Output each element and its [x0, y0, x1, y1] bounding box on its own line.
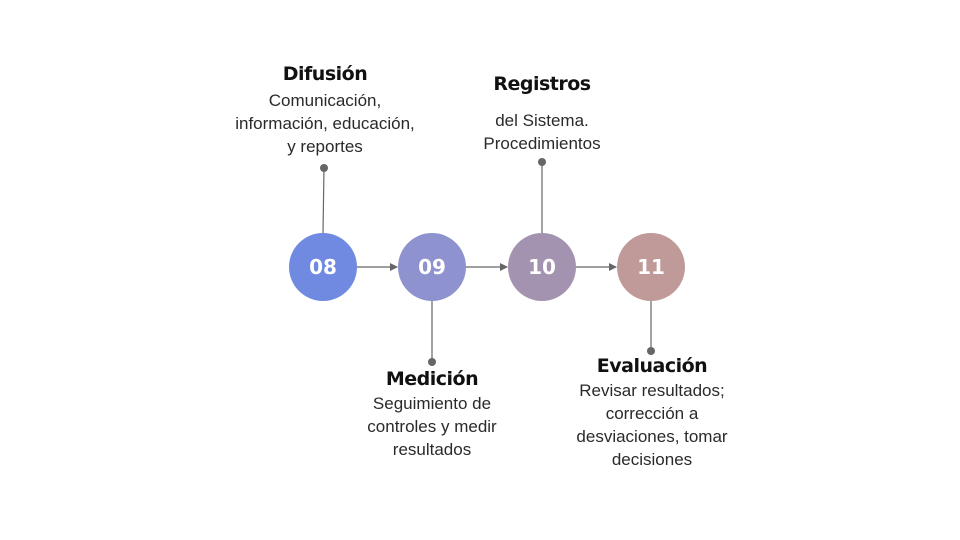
step-text-difusion: Difusión Comunicación, información, educ… [210, 63, 440, 158]
step-text-medicion: Medición Seguimiento de controles y medi… [317, 368, 547, 461]
step-desc-line: Procedimientos [483, 134, 601, 153]
step-circle-11: 11 [617, 233, 685, 301]
step-title: Registros [493, 73, 591, 95]
step-desc-line: controles y medir [367, 417, 497, 436]
connector-dot-10 [538, 158, 546, 166]
step-desc-line: información, educación, [235, 114, 415, 133]
step-desc-line: del Sistema. [495, 111, 589, 130]
step-desc-line: Revisar resultados; [579, 381, 725, 400]
step-desc-line: resultados [392, 440, 472, 459]
connector-dot-09 [428, 358, 436, 366]
step-desc-line: decisiones [611, 450, 693, 469]
step-text-evaluacion: Evaluación Revisar resultados; correcció… [537, 355, 767, 471]
step-desc-line: desviaciones, tomar [576, 427, 728, 446]
connector-dot-08 [320, 164, 328, 172]
step-number: 10 [528, 255, 556, 279]
step-number: 09 [418, 255, 446, 279]
step-title: Medición [385, 368, 479, 390]
step-title: Evaluación [596, 355, 708, 377]
step-circle-10: 10 [508, 233, 576, 301]
step-circle-08: 08 [289, 233, 357, 301]
step-text-registros: Registros del Sistema. Procedimientos [427, 73, 657, 155]
connector-08 [322, 167, 325, 234]
step-circle-09: 09 [398, 233, 466, 301]
step-title: Difusión [282, 63, 368, 85]
step-number: 08 [309, 255, 337, 279]
step-desc-line: corrección a [605, 404, 699, 423]
step-desc-line: Seguimiento de [372, 394, 492, 413]
step-number: 11 [637, 255, 665, 279]
step-desc-line: Comunicación, [268, 91, 382, 110]
step-desc-line: y reportes [287, 137, 363, 156]
connector-dot-11 [647, 347, 655, 355]
